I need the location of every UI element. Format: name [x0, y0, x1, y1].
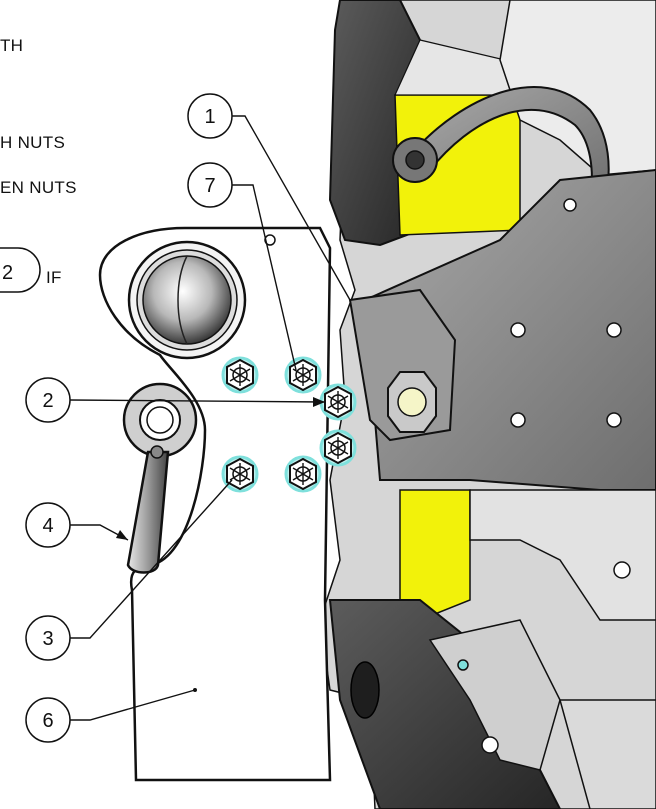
frame-hole-1 — [510, 322, 526, 338]
frame-hole-5 — [563, 198, 577, 212]
linkage-hole — [481, 736, 499, 754]
callout-4: 4 — [25, 502, 71, 548]
callout-2: 2 — [25, 377, 71, 423]
callout-4-label: 4 — [42, 515, 53, 537]
instruction-fragment-3: EN NUTS — [0, 178, 77, 197]
top-right-housing — [499, 0, 656, 176]
frame-hole-4 — [606, 412, 622, 428]
frame-hole-2 — [606, 322, 622, 338]
leader-6 — [70, 689, 196, 721]
lower-right-housing — [469, 489, 656, 621]
bushing-bore — [142, 255, 232, 345]
bolt-group — [221, 356, 357, 493]
bolt-upper-right — [284, 356, 322, 394]
lower-linkage — [428, 619, 561, 771]
instruction-fragment-1: TH — [0, 36, 24, 55]
frame-hole-3 — [510, 412, 526, 428]
leader-1 — [232, 115, 351, 301]
partial-callout-label: 2 — [2, 262, 13, 284]
bolt-upper-left — [221, 356, 259, 394]
leader-4-arrow — [116, 530, 128, 540]
leader-lines — [69, 115, 351, 721]
callout-1: 1 — [187, 93, 233, 139]
large-bolt-head — [397, 387, 427, 417]
callout-2-label: 2 — [42, 390, 53, 412]
callout-6: 6 — [25, 697, 71, 743]
bracket-small-hole — [264, 234, 276, 246]
bolt-lower-left — [221, 455, 259, 493]
bolt-lower-right — [284, 455, 322, 493]
callout-7: 7 — [187, 162, 233, 208]
handle-eye-bore — [146, 406, 174, 434]
instruction-fragment-4: IF — [46, 268, 62, 287]
callout-7-label: 7 — [204, 175, 215, 197]
instruction-fragment-2: H NUTS — [0, 133, 66, 152]
callout-6-label: 6 — [42, 710, 53, 732]
leader-7 — [232, 184, 297, 371]
bolt-right-upper — [319, 383, 357, 421]
bolt-right-lower — [319, 429, 357, 467]
lower-yellow-panel — [399, 489, 471, 621]
leader-2-arrow — [313, 397, 325, 407]
callout-1-label: 1 — [204, 106, 215, 128]
handle-arm — [126, 450, 170, 574]
lower-bracket-slot — [350, 661, 380, 719]
callout-3: 3 — [25, 615, 71, 661]
bottom-right-housing — [559, 699, 656, 809]
lifting-handle — [122, 382, 198, 574]
machine-assembly — [319, 0, 656, 809]
teal-fastener — [457, 659, 469, 671]
bushing-contour — [177, 255, 188, 345]
lower-frame-hole — [613, 561, 631, 579]
tube-bushing — [127, 240, 247, 360]
arm-pivot-center — [405, 150, 425, 170]
handle-weld — [150, 445, 164, 459]
leader-3 — [70, 479, 233, 639]
leader-6-dot — [193, 688, 197, 692]
callout-3-label: 3 — [42, 628, 53, 650]
leader-2 — [69, 399, 326, 403]
partial-callout: 2 — [0, 247, 41, 293]
